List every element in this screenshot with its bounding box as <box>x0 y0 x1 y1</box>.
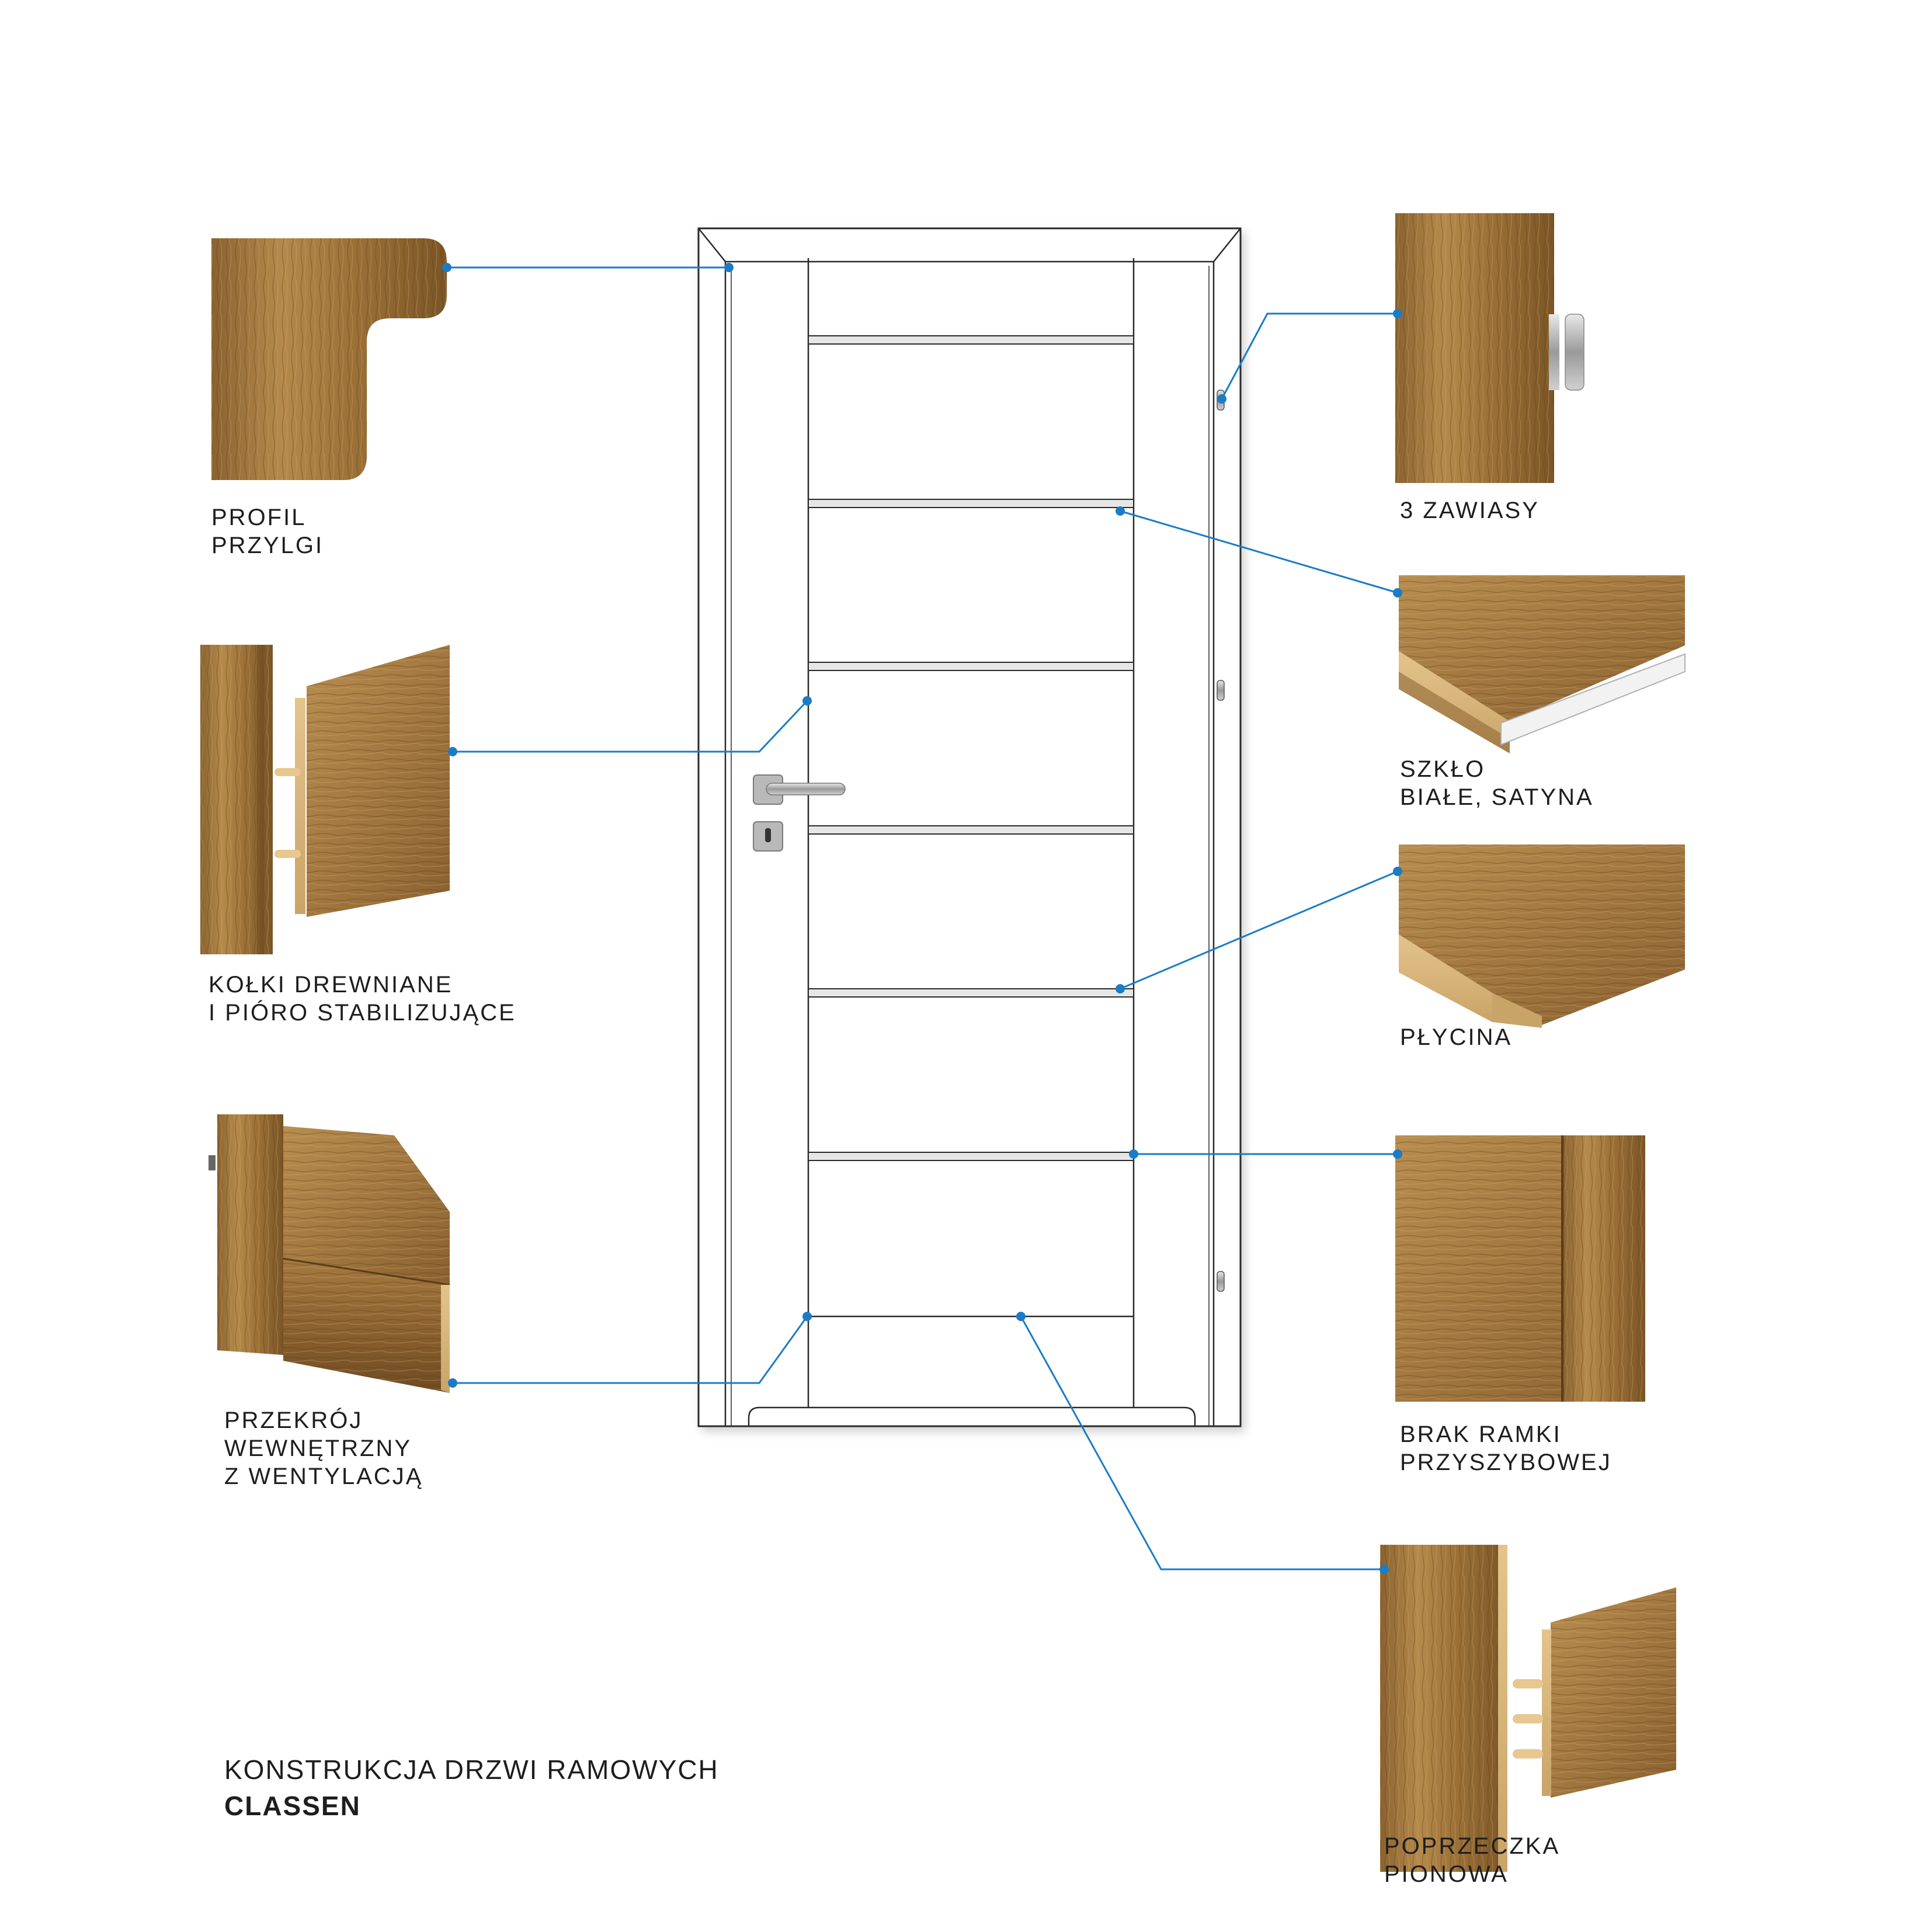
door-illustration <box>697 227 1242 1427</box>
brand-name: CLASSEN <box>224 1791 361 1821</box>
glass-strips <box>808 335 1134 1161</box>
poprzeczka-pionowa-image <box>1380 1545 1676 1872</box>
callout-przekroj <box>453 1316 808 1384</box>
callout-poprzeczka <box>1020 1316 1384 1570</box>
label-przekroj-wewnetrzny: PRZEKRÓJ WEWNĘTRZNY Z WENTYLACJĄ <box>224 1408 423 1489</box>
profil-przylgi-image <box>211 238 447 480</box>
brak-ramki-image <box>1395 1135 1645 1402</box>
label-3-zawiasy: 3 ZAWIASY <box>1400 498 1540 523</box>
przekroj-wewnetrzny-image <box>209 1114 450 1393</box>
callout-dots <box>442 263 1402 1574</box>
callout-kolki <box>453 700 808 753</box>
page-title: KONSTRUKCJA DRZWI RAMOWYCH <box>224 1754 719 1785</box>
kolki-drewniane-image <box>200 645 450 954</box>
zawiasy-image <box>1395 213 1584 483</box>
callout-zawiasy <box>1221 312 1398 399</box>
label-plycina: PŁYCINA <box>1400 1024 1513 1050</box>
callout-plycina <box>1120 870 1398 990</box>
label-kolki-drewniane: KOŁKI DREWNIANE I PIÓRO STABILIZUJĄCE <box>209 972 516 1026</box>
label-poprzeczka-pionowa: POPRZECZKA PIONOWA <box>1384 1833 1561 1887</box>
szklo-image <box>1399 575 1686 753</box>
callout-szklo <box>1120 510 1398 594</box>
callout-lines <box>447 266 1398 1570</box>
label-brak-ramki: BRAK RAMKI PRZYSZYBOWEJ <box>1400 1422 1612 1475</box>
label-szklo: SZKŁO BIAŁE, SATYNA <box>1400 756 1594 810</box>
handle-icon <box>753 774 846 852</box>
plycina-image <box>1399 845 1685 1028</box>
label-profil-przylgi: PROFIL PRZYLGI <box>211 505 324 558</box>
